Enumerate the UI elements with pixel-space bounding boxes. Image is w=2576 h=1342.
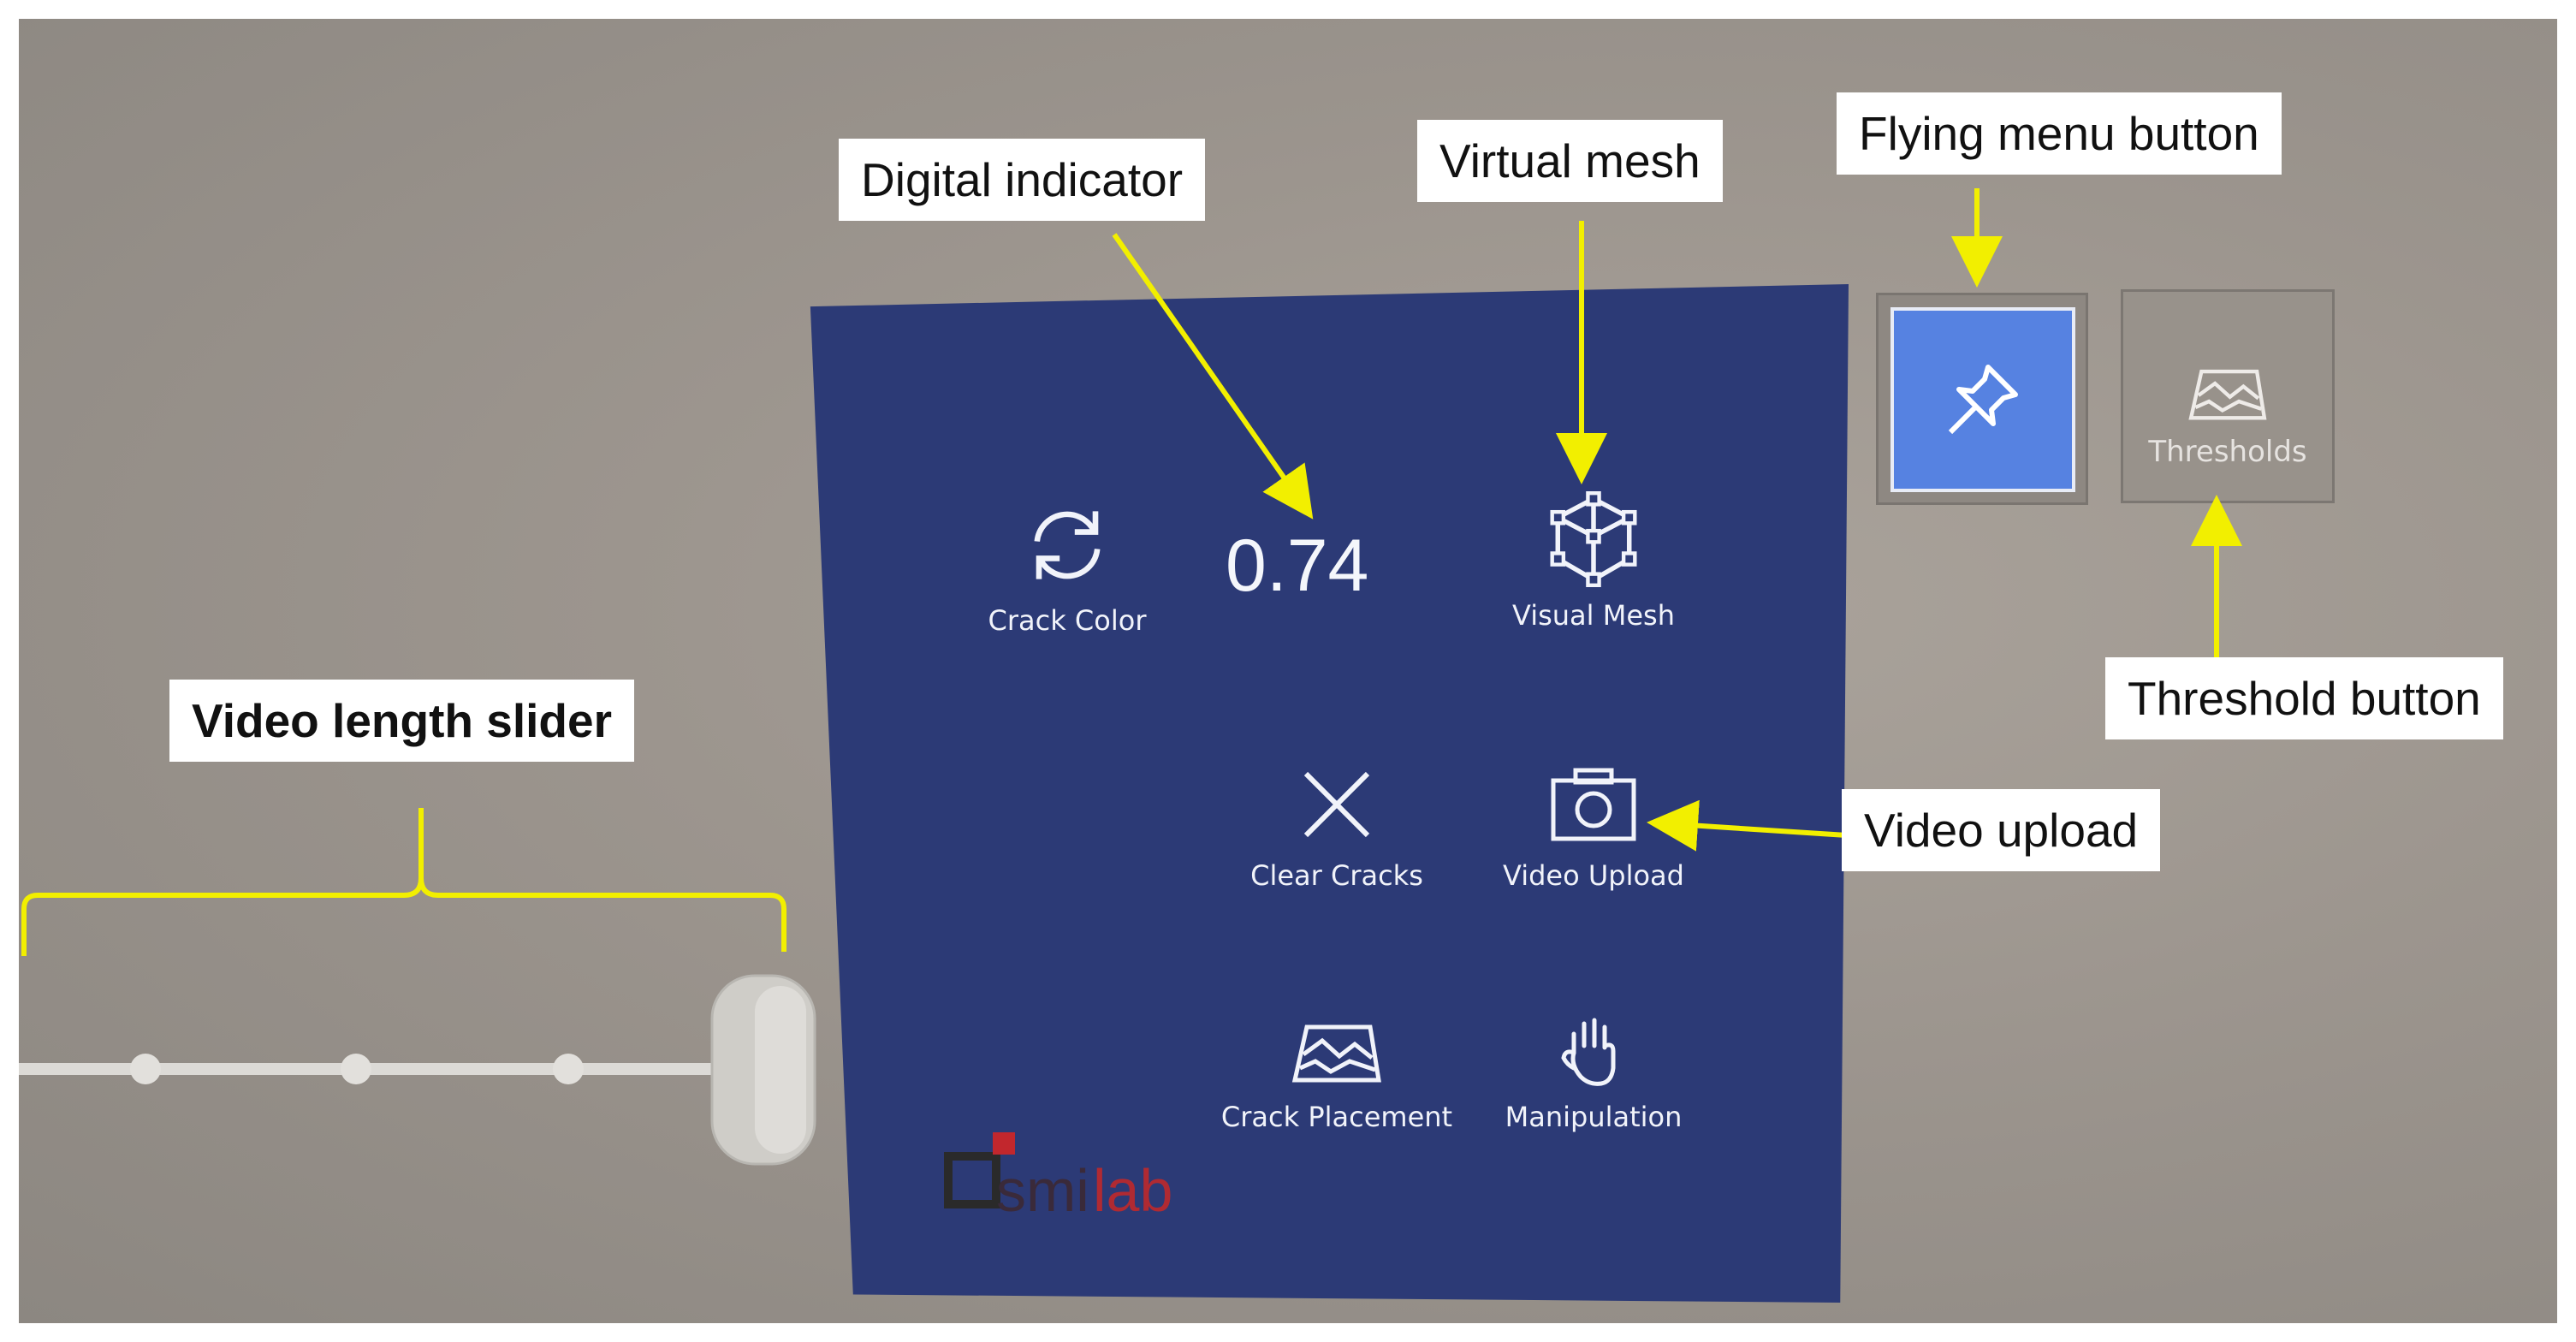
camera-icon [1551,768,1636,841]
close-icon [1303,771,1370,838]
threshold-button-callout: Threshold button [2105,657,2503,739]
digital-indicator-arrow [1112,233,1314,520]
terrain-map-icon [1291,1024,1381,1083]
crack-color-button[interactable]: Crack Color [947,498,1187,637]
virtual-mesh-callout: Virtual mesh [1417,120,1723,202]
crack-placement-button[interactable]: Crack Placement [1217,1020,1457,1133]
hand-menu-panel [810,284,1849,1303]
thresholds-label: Thresholds [2148,435,2307,469]
annotation-arrows [21,188,2242,956]
video-upload-arrow [1647,799,1848,852]
hand-icon [1561,1018,1616,1086]
slider-tick [553,1054,584,1084]
flying-menu-button-callout: Flying menu button [1837,92,2282,175]
video-length-slider[interactable] [19,926,840,1183]
digital-indicator: 0.74 [1226,525,1369,607]
crack-placement-label: Crack Placement [1220,1101,1453,1133]
crack-color-label: Crack Color [988,604,1147,637]
pin-icon [1948,365,2018,435]
digital-indicator-callout: Digital indicator [839,139,1206,221]
mesh-cube-icon [1550,491,1637,587]
ar-scene: Crack Color 0.74 Visual Mesh Clear Cra [19,19,2557,1323]
video-upload-label: Video Upload [1503,859,1684,892]
refresh-icon [1034,511,1101,579]
smilab-logo: smi lab [943,1127,1200,1235]
terrain-map-icon [2188,369,2267,420]
manipulation-button[interactable]: Manipulation [1474,1012,1713,1133]
visual-mesh-button[interactable]: Visual Mesh [1474,491,1713,632]
manipulation-label: Manipulation [1505,1101,1683,1133]
slider-tick [341,1054,371,1084]
clear-cracks-button[interactable]: Clear Cracks [1217,762,1457,892]
video-upload-button[interactable]: Video Upload [1474,762,1713,892]
slider-tick [130,1054,161,1084]
flying-menu-button[interactable] [1876,293,2088,505]
video-length-slider-callout: Video length slider [169,680,635,762]
visual-mesh-label: Visual Mesh [1512,599,1675,632]
clear-cracks-label: Clear Cracks [1250,859,1423,892]
logo-text-red: lab [1093,1157,1173,1224]
slider-bracket [21,808,786,956]
logo-mark [944,1132,1015,1208]
slider-handle-highlight [755,986,806,1154]
video-upload-callout: Video upload [1842,789,2161,871]
logo-text-dark: smi [996,1157,1089,1224]
pin-button-face [1890,307,2075,492]
thresholds-button[interactable]: Thresholds [2121,289,2335,503]
